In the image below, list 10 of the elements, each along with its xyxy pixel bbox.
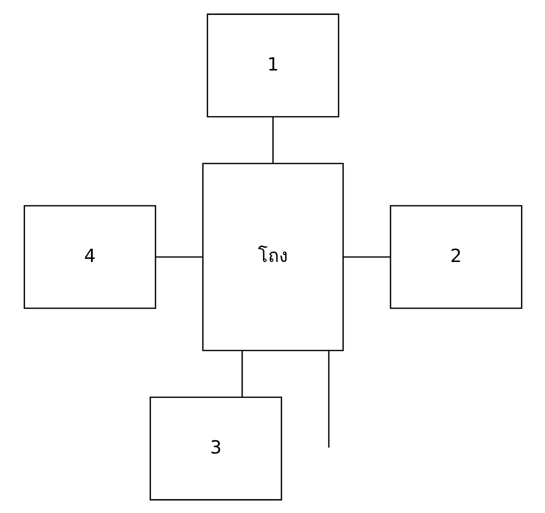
node-box: โถง [202, 162, 344, 351]
connector [241, 350, 242, 396]
node-box: 1 [206, 13, 339, 117]
connector [155, 256, 202, 258]
node-box: 4 [23, 204, 156, 308]
node-box: 3 [149, 396, 282, 500]
connector [328, 350, 329, 448]
connector [272, 116, 274, 163]
connector [342, 256, 390, 258]
node-box: 2 [389, 204, 522, 308]
